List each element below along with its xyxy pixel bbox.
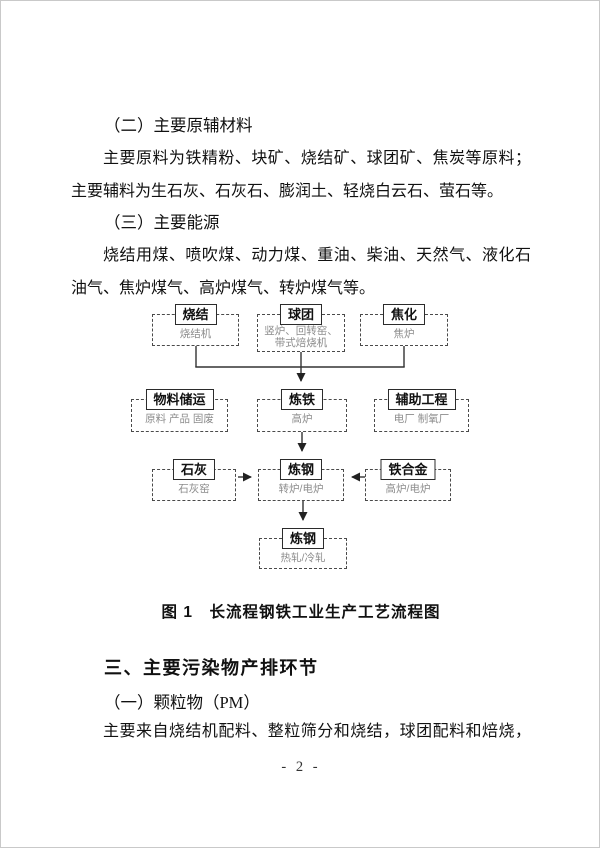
section2-heading: （二）主要原辅材料 [104, 116, 253, 135]
pm-subheading: （一）颗粒物（PM） [104, 693, 260, 712]
flow-node-lime: 石灰 石灰窑 [152, 459, 236, 501]
flow-node-title: 烧结 [174, 304, 217, 325]
figure-caption: 图 1 长流程钢铁工业生产工艺流程图 [161, 604, 441, 621]
flow-node-title: 炼钢 [279, 459, 323, 480]
flow-node-sintering: 烧结 烧结机 [152, 304, 239, 346]
flow-node-title: 焦化 [382, 304, 426, 325]
flow-node-title: 炼钢 [281, 528, 325, 549]
flow-node-sublabel: 转炉/电炉 [278, 483, 324, 495]
flow-node-ferroalloy: 铁合金 高炉/电炉 [365, 459, 451, 501]
flow-node-sublabel: 烧结机 [179, 328, 212, 340]
flow-node-sublabel: 焦炉 [393, 328, 415, 340]
flow-node-material-storage: 物料储运 原料 产品 固废 [131, 389, 228, 432]
section3-heading: （三）主要能源 [104, 213, 220, 232]
flow-node-title: 炼铁 [280, 389, 324, 410]
flow-node-pelletizing: 球团 竖炉、回转窑、带式焙烧机 [257, 304, 345, 352]
flow-node-title: 辅助工程 [387, 389, 456, 410]
flow-node-sublabel: 热轧/冷轧 [280, 552, 326, 564]
paragraph-line: 主要原料为铁精粉、块矿、烧结矿、球团矿、焦炭等原料； [103, 150, 531, 167]
flow-node-sublabel: 高炉 [291, 413, 313, 425]
flow-node-title: 石灰 [172, 459, 216, 480]
paragraph-line: 主要来自烧结机配料、整粒筛分和烧结，球团配料和焙烧， [103, 723, 531, 740]
flow-node-title: 铁合金 [380, 459, 436, 480]
flow-node-sublabel: 原料 产品 固废 [145, 413, 214, 425]
section3-paragraph: 烧结用煤、喷吹煤、动力煤、重油、柴油、天然气、液化石 油气、焦炉煤气、高炉煤气、… [71, 239, 531, 305]
section2-paragraph: 主要原料为铁精粉、块矿、烧结矿、球团矿、焦炭等原料； 主要辅料为生石灰、石灰石、… [71, 142, 531, 208]
flow-node-title: 球团 [279, 304, 323, 325]
flow-node-sublabel: 石灰窑 [178, 483, 210, 495]
section-iii-heading: 三、主要污染物产排环节 [104, 658, 319, 678]
flow-node-title: 物料储运 [145, 389, 214, 410]
page-number: - 2 - [281, 759, 321, 775]
paragraph-line: 主要辅料为生石灰、石灰石、膨润土、轻烧白云石、萤石等。 [71, 183, 504, 200]
flow-node-sublabel: 电厂 制氧厂 [393, 413, 450, 425]
flow-node-auxiliary-works: 辅助工程 电厂 制氧厂 [374, 389, 469, 432]
flow-node-rolling: 炼钢 热轧/冷轧 [259, 528, 347, 569]
flow-node-steelmaking: 炼钢 转炉/电炉 [258, 459, 344, 501]
flow-node-sublabel: 高炉/电炉 [385, 483, 431, 495]
flow-node-coking: 焦化 焦炉 [360, 304, 448, 346]
paragraph-line: 烧结用煤、喷吹煤、动力煤、重油、柴油、天然气、液化石 [103, 247, 531, 264]
paragraph-line: 油气、焦炉煤气、高炉煤气、转炉煤气等。 [71, 280, 376, 297]
flow-node-ironmaking: 炼铁 高炉 [257, 389, 347, 432]
pm-paragraph: 主要来自烧结机配料、整粒筛分和烧结，球团配料和焙烧， [71, 715, 531, 748]
flow-node-sublabel: 竖炉、回转窑、带式焙烧机 [264, 325, 338, 349]
